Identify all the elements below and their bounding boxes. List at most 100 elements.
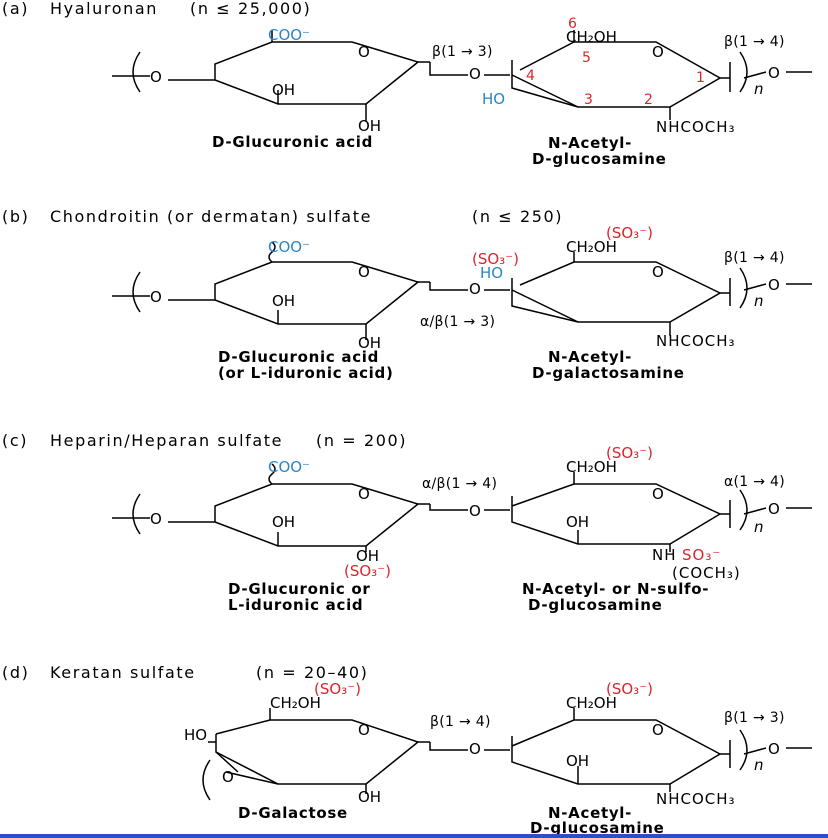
left-glycosidic-oxygen: O [222,768,234,786]
carbon-number-3: 3 [584,92,593,108]
left-glycosidic-oxygen: O [150,68,162,86]
carbon-number-1: 1 [696,70,705,86]
galactose-ring [208,708,430,794]
hydroxyl-c3: OH [356,547,379,565]
ring-oxygen: O [652,721,664,739]
sulfate-c6: (SO₃⁻) [606,224,653,242]
panel-letter: (d) [2,663,29,682]
repeat-bracket-right [729,729,748,771]
linkage-label: α/β(1 → 3) [420,314,495,330]
sulfate-c6: (SO₃⁻) [606,680,653,698]
panel-a: (a) Hyaluronan (n ≤ 25,000) O COO⁻ O OH … [2,0,812,168]
sugar-caption: D-Glucuronic acid [218,348,379,366]
hydroxymethyl-label: CH₂OH [566,694,617,712]
repeat-linkage-label: β(1 → 4) [724,250,785,266]
panel-letter: (b) [2,207,29,226]
hydroxymethyl-label: CH₂OH [566,238,617,256]
panel-title: Keratan sulfate [50,663,196,682]
right-glycosidic-oxygen: O [768,64,780,82]
ring-oxygen: O [358,485,370,503]
acetyl-alternative: (COCH₃) [672,564,741,582]
sugar-caption: D-Glucuronic acid [212,133,373,151]
left-glycosidic-oxygen: O [150,510,162,528]
right-glycosidic-oxygen: O [768,740,780,758]
sugar-caption: N-Acetyl- [548,804,632,822]
acetylgalactosamine-ring [511,252,730,336]
repeat-bracket-right [729,51,748,93]
sugar-caption: D-galactosamine [532,364,685,382]
glucosamine-ring [511,472,730,552]
acetylglucosamine-ring [511,30,730,120]
acetylglucosamine-ring [511,708,730,792]
acetamido-group: NHCOCH₃ [656,118,736,136]
panel-letter: (c) [2,431,28,450]
sugar-caption: (or L-iduronic acid) [218,364,394,382]
ring-oxygen: O [358,263,370,281]
repeat-subscript: n [754,756,764,774]
ring-oxygen: O [358,43,370,61]
carboxylate-label: COO⁻ [268,458,310,476]
chain-stub-right [743,283,767,291]
glycosidic-bridge [429,62,468,76]
ring-oxygen: O [358,721,370,739]
repeat-range: (n = 200) [316,431,407,450]
repeat-bracket-right [729,489,748,531]
repeat-range: (n = 20–40) [256,663,369,682]
hydroxyl-c2: OH [272,81,295,99]
sulfate-c2: (SO₃⁻) [344,562,391,580]
sugar-caption: D-glucosamine [532,150,666,168]
panel-b: (b) Chondroitin (or dermatan) sulfate (n… [2,207,812,382]
hydroxyl-c3: OH [358,117,381,135]
linkage-label: β(1 → 4) [430,714,491,730]
sulfate-c4: (SO₃⁻) [472,250,519,268]
sugar-caption: N-Acetyl- [548,134,632,152]
c4-hydroxyl: HO [482,90,505,108]
glycosidic-bridge [429,742,468,751]
repeat-bracket-left [132,51,141,93]
bottom-rule [0,834,828,838]
repeat-range: (n ≤ 25,000) [190,0,311,18]
amine-label: NH [652,546,677,564]
panel-letter: (a) [2,0,29,18]
carbon-number-5: 5 [582,50,591,66]
hydroxyl-c3: OH [566,513,589,531]
repeat-bracket-left [132,493,141,535]
hydroxymethyl-label: CH₂OH [566,458,617,476]
sugar-caption: N-Acetyl- or N-sulfo- [522,580,709,598]
chain-stub-right [743,747,767,755]
sugar-caption: D-Galactose [238,804,348,822]
carboxylate-label: COO⁻ [268,26,310,44]
repeat-range: (n ≤ 250) [472,207,563,226]
hydroxyl-c3: OH [566,752,589,770]
glucuronic-acid-ring [168,30,430,122]
hydroxyl-c2: OH [272,513,295,531]
repeat-linkage-label: β(1 → 3) [724,710,785,726]
acetamido-group: NHCOCH₃ [656,332,736,350]
repeat-subscript: n [754,80,764,98]
repeat-linkage-label: α(1 → 4) [724,474,785,490]
ring-oxygen: O [652,485,664,503]
hydroxymethyl-label: CH₂OH [270,694,321,712]
right-glycosidic-oxygen: O [768,500,780,518]
repeat-subscript: n [754,292,764,310]
repeat-linkage-label: β(1 → 4) [724,34,785,50]
bridge-oxygen: O [469,502,481,520]
hydroxyl-c3: OH [358,334,381,352]
sulfate-c6: (SO₃⁻) [314,680,361,698]
c4-hydroxyl: HO [480,264,503,282]
sugar-caption: D-Glucuronic or [228,580,371,598]
bridge-oxygen: O [469,740,481,758]
chain-stub-right [743,71,767,79]
left-glycosidic-oxygen: O [150,288,162,306]
n-sulfate-label: SO₃⁻ [682,546,721,564]
sulfate-c6: (SO₃⁻) [606,444,653,462]
panel-title: Chondroitin (or dermatan) sulfate [50,207,372,226]
panel-title: Hyaluronan [50,0,158,18]
chain-stub-right [743,507,767,515]
glycosidic-bridge [429,504,468,511]
repeat-bracket-left [202,759,211,801]
right-glycosidic-oxygen: O [768,276,780,294]
hydroxyl-c2: OH [272,292,295,310]
sugar-caption: D-glucosamine [528,596,662,614]
